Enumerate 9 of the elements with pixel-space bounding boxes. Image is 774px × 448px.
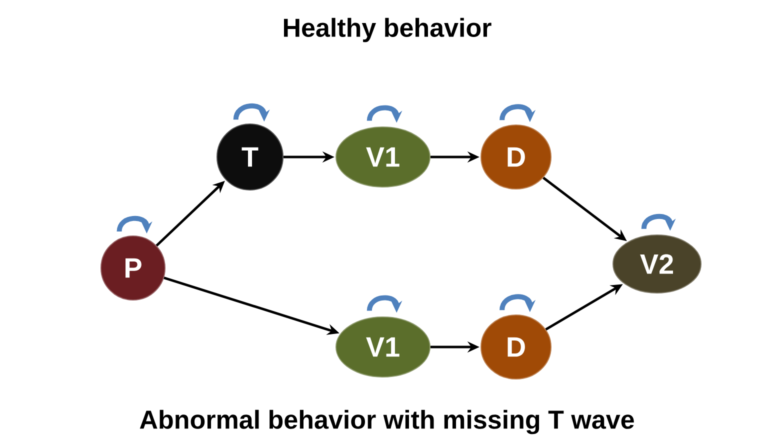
- title: Healthy behavior: [284, 18, 492, 42]
- ellipse-node: V1: [336, 126, 430, 188]
- ellipse-node: V2: [612, 234, 702, 294]
- circle-node: T: [216, 124, 284, 190]
- caption: Abnormal behavior with missing T wave: [140, 410, 634, 434]
- ellipse-node: D: [480, 314, 552, 380]
- circle-node: P: [100, 236, 166, 300]
- ellipse-node: D: [480, 124, 552, 190]
- ellipse-node: V1: [336, 316, 430, 378]
